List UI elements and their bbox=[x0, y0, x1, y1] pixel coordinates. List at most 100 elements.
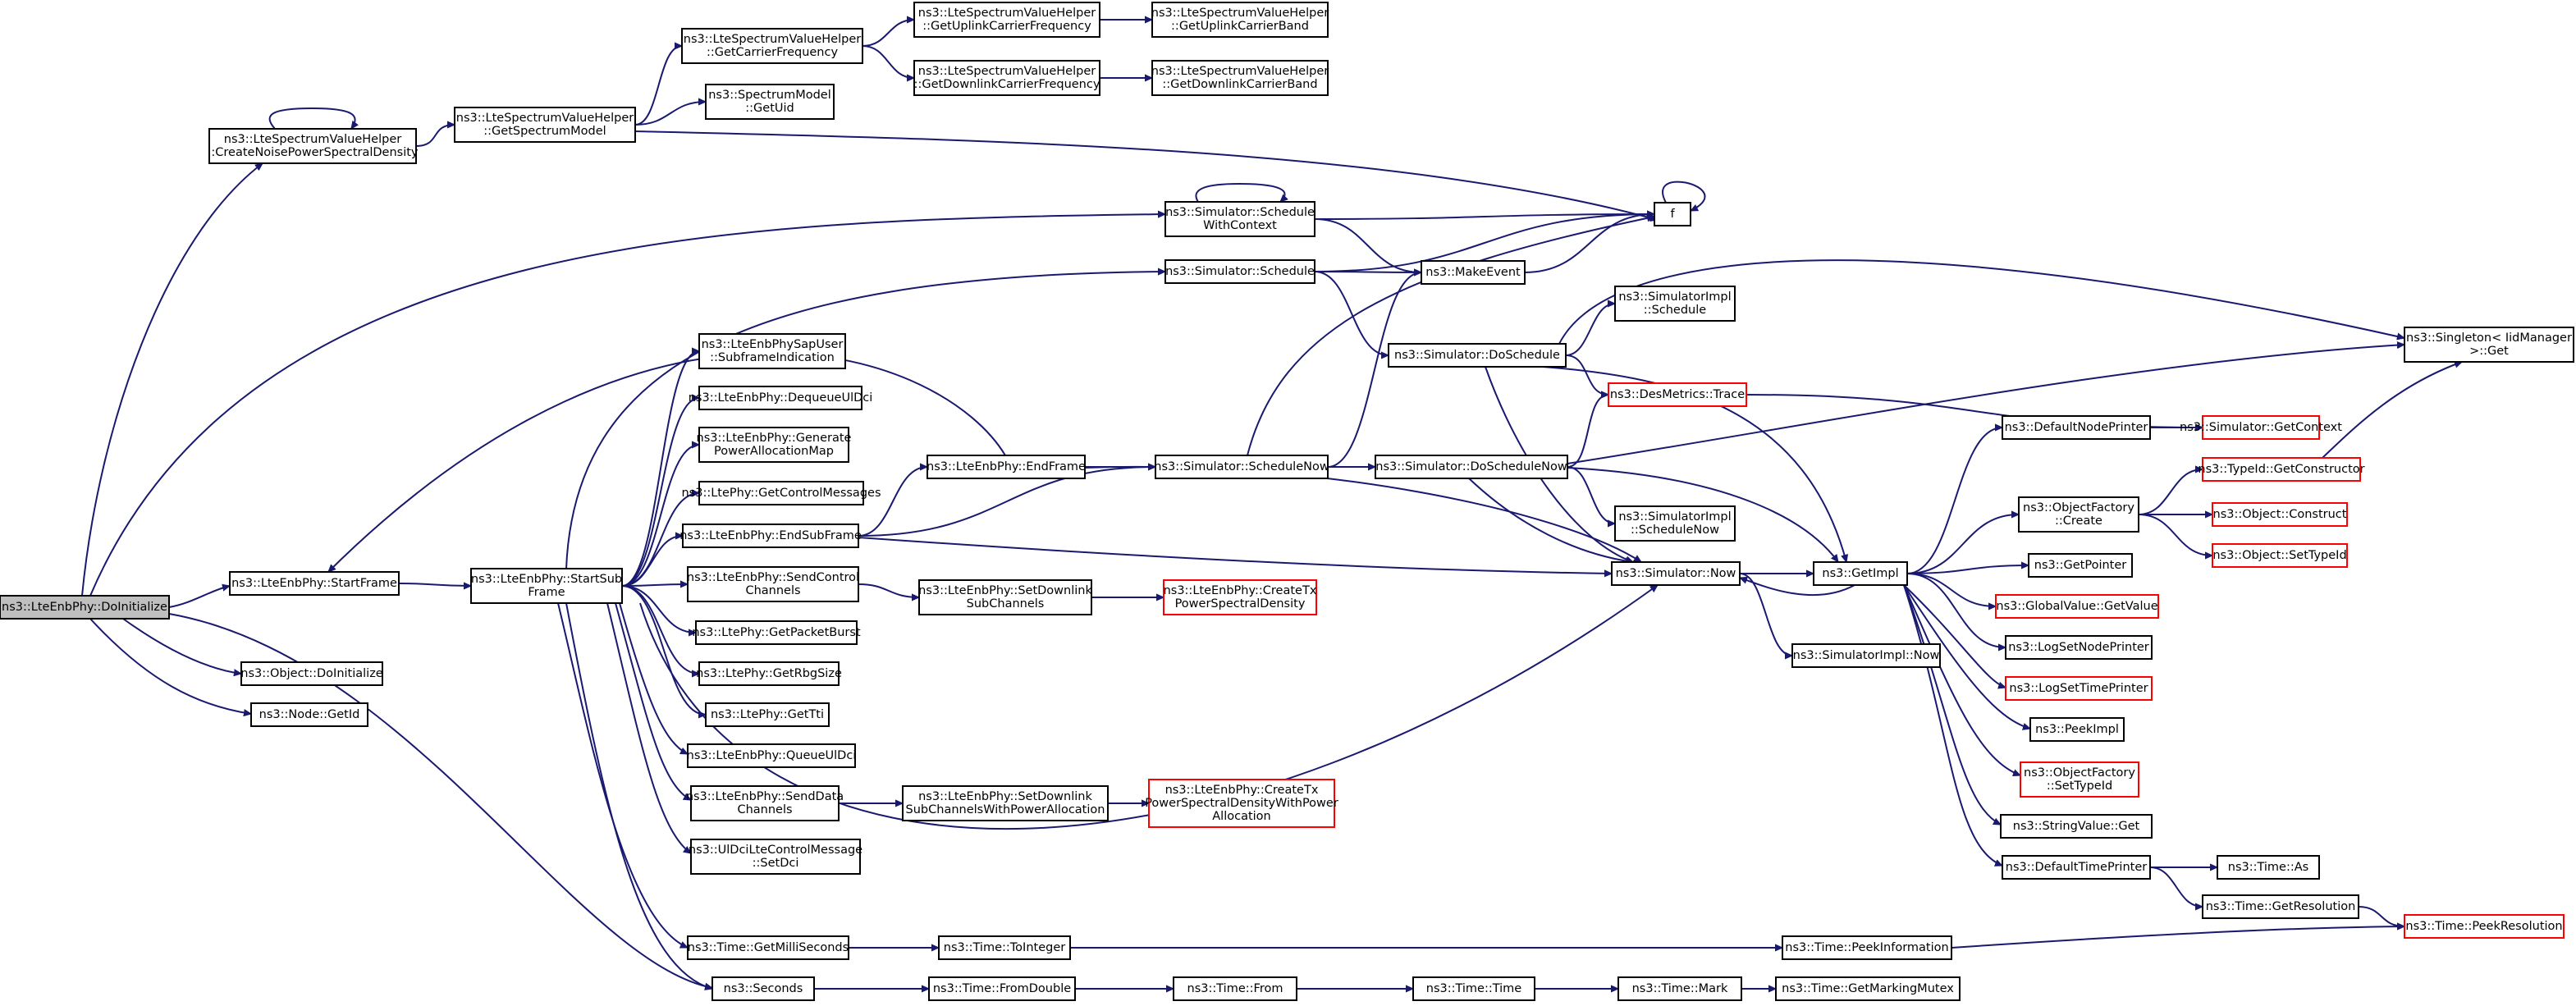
node-ns3-lteenbphy-endframe[interactable]: ns3::LteEnbPhy::EndFrame bbox=[927, 455, 1086, 479]
node-ns3-ltespectrumvaluehelper-getuplinkcarrierband[interactable]: ns3::LteSpectrumValueHelper::GetUplinkCa… bbox=[1151, 2, 1329, 38]
call-edge-n63-n60 bbox=[1951, 926, 2404, 949]
node-ns3-lteenbphysapuser-subframeindication[interactable]: ns3::LteEnbPhySapUser::SubframeIndicatio… bbox=[698, 333, 846, 369]
node-ns3-ltespectrumvaluehelper-getspectrummodel[interactable]: ns3::LteSpectrumValueHelper::GetSpectrum… bbox=[454, 107, 636, 143]
call-edge-n1-n1 bbox=[268, 107, 355, 129]
node-ns3-simulator-now[interactable]: ns3::Simulator::Now bbox=[1611, 561, 1741, 586]
node-box bbox=[705, 84, 835, 120]
node-ns3-singleton-iidmanager-get[interactable]: ns3::Singleton< IidManager>::Get bbox=[2404, 327, 2574, 363]
node-ns3-time-from[interactable]: ns3::Time::From bbox=[1173, 976, 1297, 1001]
node-box bbox=[698, 333, 846, 369]
node-ns3-spectrummodel-getuid[interactable]: ns3::SpectrumModel::GetUid bbox=[705, 84, 835, 120]
node-ns3-time-getresolution[interactable]: ns3::Time::GetResolution bbox=[2202, 894, 2359, 919]
node-ns3-ltephy-gettti[interactable]: ns3::LtePhy::GetTti bbox=[705, 702, 830, 727]
node-box bbox=[2018, 496, 2139, 533]
node-ns3-lteenbphy-createtxpowerspectraldensitywithpowerallocation[interactable]: ns3::LteEnbPhy::CreateTxPowerSpectralDen… bbox=[1145, 779, 1338, 828]
node-ns3-time-getmarkingmutex[interactable]: ns3::Time::GetMarkingMutex bbox=[1775, 976, 1961, 1001]
node-ns3-logsettimeprinter[interactable]: ns3::LogSetTimePrinter bbox=[2005, 676, 2153, 701]
node-ns3-makeevent[interactable]: ns3::MakeEvent bbox=[1421, 260, 1526, 285]
node-ns3-getpointer[interactable]: ns3::GetPointer bbox=[2028, 553, 2133, 578]
node-ns3-logsetnodeprinter[interactable]: ns3::LogSetNodePrinter bbox=[2005, 635, 2153, 660]
call-edge-n27-n19 bbox=[2138, 469, 2203, 515]
node-ns3-simulatorimpl-now[interactable]: ns3::SimulatorImpl::Now bbox=[1791, 643, 1941, 668]
node-ns3-time-mark[interactable]: ns3::Time::Mark bbox=[1617, 976, 1742, 1001]
node-ns3-stringvalue-get[interactable]: ns3::StringValue::Get bbox=[2000, 814, 2153, 839]
node-ns3-ltespectrumvaluehelper-getdownlinkcarrierband[interactable]: ns3::LteSpectrumValueHelper::GetDownlink… bbox=[1151, 60, 1329, 96]
node-box bbox=[2212, 502, 2348, 527]
node-ns3-time-peekresolution[interactable]: ns3::Time::PeekResolution bbox=[2404, 914, 2565, 939]
node-box bbox=[2002, 415, 2151, 440]
node-ns3-globalvalue-getvalue[interactable]: ns3::GlobalValue::GetValue bbox=[1995, 594, 2159, 619]
node-ns3-ltespectrumvaluehelper-getuplinkcarrierfrequency[interactable]: ns3::LteSpectrumValueHelper::GetUplinkCa… bbox=[913, 2, 1100, 38]
node-label: ns3::LogSetNodePrinter bbox=[2008, 641, 2149, 654]
node-label: ns3::Object::SetTypeId bbox=[2212, 549, 2346, 562]
node-label: ::GetDownlinkCarrierFrequency bbox=[914, 78, 1100, 91]
node-ns3-time-fromdouble[interactable]: ns3::Time::FromDouble bbox=[928, 976, 1076, 1001]
node-ns3-peekimpl[interactable]: ns3::PeekImpl bbox=[2029, 717, 2125, 742]
node-ns3-simulator-doschedulenow[interactable]: ns3::Simulator::DoScheduleNow bbox=[1375, 455, 1568, 479]
node-label: ns3::SpectrumModel bbox=[708, 89, 831, 102]
node-ns3-defaulttimeprinter[interactable]: ns3::DefaultTimePrinter bbox=[2002, 855, 2151, 880]
node-ns3-desmetrics-trace[interactable]: ns3::DesMetrics::Trace bbox=[1608, 382, 1747, 407]
node-ns3-simulatorimpl-schedule[interactable]: ns3::SimulatorImpl::Schedule bbox=[1614, 286, 1736, 322]
node-ns3-simulator-schedule[interactable]: ns3::Simulator::Schedule bbox=[1164, 259, 1315, 284]
call-edge-n34-n11 bbox=[565, 272, 1165, 569]
node-ns3-lteenbphy-createtxpowerspectraldensity[interactable]: ns3::LteEnbPhy::CreateTxPowerSpectralDen… bbox=[1163, 579, 1317, 615]
node-ns3-node-getid[interactable]: ns3::Node::GetId bbox=[250, 702, 368, 727]
node-ns3-object-doinitialize[interactable]: ns3::Object::DoInitialize bbox=[240, 661, 383, 686]
node-box bbox=[1421, 260, 1526, 285]
call-edge-n3-n6 bbox=[862, 45, 914, 78]
node-ns3-defaultnodeprinter[interactable]: ns3::DefaultNodePrinter bbox=[2002, 415, 2151, 440]
call-edge-n59-n60 bbox=[2358, 906, 2404, 926]
node-ns3-getimpl[interactable]: ns3::GetImpl bbox=[1813, 561, 1908, 586]
node-ns3-simulator-getcontext[interactable]: ns3::Simulator::GetContext bbox=[2180, 415, 2342, 440]
node-box bbox=[470, 568, 623, 604]
node-ns3-objectfactory-create[interactable]: ns3::ObjectFactory::Create bbox=[2018, 496, 2139, 533]
node-ns3-lteenbphy-generatepowerallocationmap[interactable]: ns3::LteEnbPhy::GeneratePowerAllocationM… bbox=[697, 427, 852, 463]
node-ns3-time-getmilliseconds[interactable]: ns3::Time::GetMilliSeconds bbox=[687, 935, 849, 960]
call-edge-n27-n29 bbox=[2138, 514, 2212, 556]
node-ns3-typeid-getconstructor[interactable]: ns3::TypeId::GetConstructor bbox=[2198, 457, 2365, 482]
node-ns3-simulator-doschedule[interactable]: ns3::Simulator::DoSchedule bbox=[1388, 343, 1567, 368]
node-ns3-object-settypeid[interactable]: ns3::Object::SetTypeId bbox=[2212, 543, 2348, 568]
node-ns3-ltephy-getcontrolmessages[interactable]: ns3::LtePhy::GetControlMessages bbox=[681, 481, 881, 505]
node-ns3-time-as[interactable]: ns3::Time::As bbox=[2217, 855, 2320, 880]
node-ns3-lteenbphy-setdownlinksubchannelswithpowerallocation[interactable]: ns3::LteEnbPhy::SetDownlinkSubChannelsWi… bbox=[902, 785, 1109, 821]
node-ns3-objectfactory-settypeid[interactable]: ns3::ObjectFactory::SetTypeId bbox=[2020, 761, 2139, 798]
node-ns3-ltespectrumvaluehelper-createnoisepowerspectraldensity[interactable]: ns3::LteSpectrumValueHelper::CreateNoise… bbox=[208, 128, 419, 164]
node-ns3-time-time[interactable]: ns3::Time::Time bbox=[1412, 976, 1535, 1001]
node-ns3-seconds[interactable]: ns3::Seconds bbox=[711, 976, 815, 1001]
node-box bbox=[1151, 60, 1329, 96]
node-ns3-time-peekinformation[interactable]: ns3::Time::PeekInformation bbox=[1782, 935, 1952, 960]
node-box bbox=[928, 976, 1076, 1001]
node-ns3-lteenbphy-endsubframe[interactable]: ns3::LteEnbPhy::EndSubFrame bbox=[679, 524, 862, 548]
node-ns3-ltespectrumvaluehelper-getdownlinkcarrierfrequency[interactable]: ns3::LteSpectrumValueHelper::GetDownlink… bbox=[913, 60, 1100, 96]
node-label: ns3::ObjectFactory bbox=[2024, 766, 2135, 780]
node-label: ns3::LteEnbPhySapUser bbox=[702, 338, 844, 351]
node-ns3-lteenbphy-startframe[interactable]: ns3::LteEnbPhy::StartFrame bbox=[229, 571, 400, 596]
call-edge-n10-n12 bbox=[1314, 218, 1421, 272]
node-box bbox=[1173, 976, 1297, 1001]
node-ns3-time-tointeger[interactable]: ns3::Time::ToInteger bbox=[938, 935, 1071, 960]
node-box bbox=[1155, 455, 1329, 479]
node-ns3-simulatorimpl-schedulenow[interactable]: ns3::SimulatorImpl::ScheduleNow bbox=[1614, 505, 1736, 542]
call-edge-n26-n36 bbox=[1468, 478, 1633, 562]
node-label: ns3::LteSpectrumValueHelper bbox=[1151, 7, 1329, 20]
node-box bbox=[711, 976, 815, 1001]
node-ns3-ltespectrumvaluehelper-getcarrierfrequency[interactable]: ns3::LteSpectrumValueHelper::GetCarrierF… bbox=[681, 28, 863, 64]
node-label: ns3::Time::From bbox=[1187, 982, 1283, 995]
node-ns3-simulator-schedulenow[interactable]: ns3::Simulator::ScheduleNow bbox=[1154, 455, 1329, 479]
node-ns3-ltephy-getpacketburst[interactable]: ns3::LtePhy::GetPacketBurst bbox=[692, 620, 861, 645]
node-ns3-uldciltecontrolmessage-setdci[interactable]: ns3::UlDciLteControlMessage::SetDci bbox=[689, 839, 862, 875]
node-box bbox=[1813, 561, 1908, 586]
node-ns3-lteenbphy-queueuldci[interactable]: ns3::LteEnbPhy::QueueUlDci bbox=[687, 743, 857, 768]
node-label: ns3::LteEnbPhy::StartSub bbox=[471, 573, 622, 586]
node-ns3-ltephy-getrbgsize[interactable]: ns3::LtePhy::GetRbgSize bbox=[696, 661, 842, 686]
node-f[interactable]: f bbox=[1654, 202, 1691, 226]
node-ns3-lteenbphy-dequeueuldci[interactable]: ns3::LteEnbPhy::DequeueUlDci bbox=[689, 386, 873, 410]
node-ns3-object-construct[interactable]: ns3::Object::Construct bbox=[2212, 502, 2348, 527]
